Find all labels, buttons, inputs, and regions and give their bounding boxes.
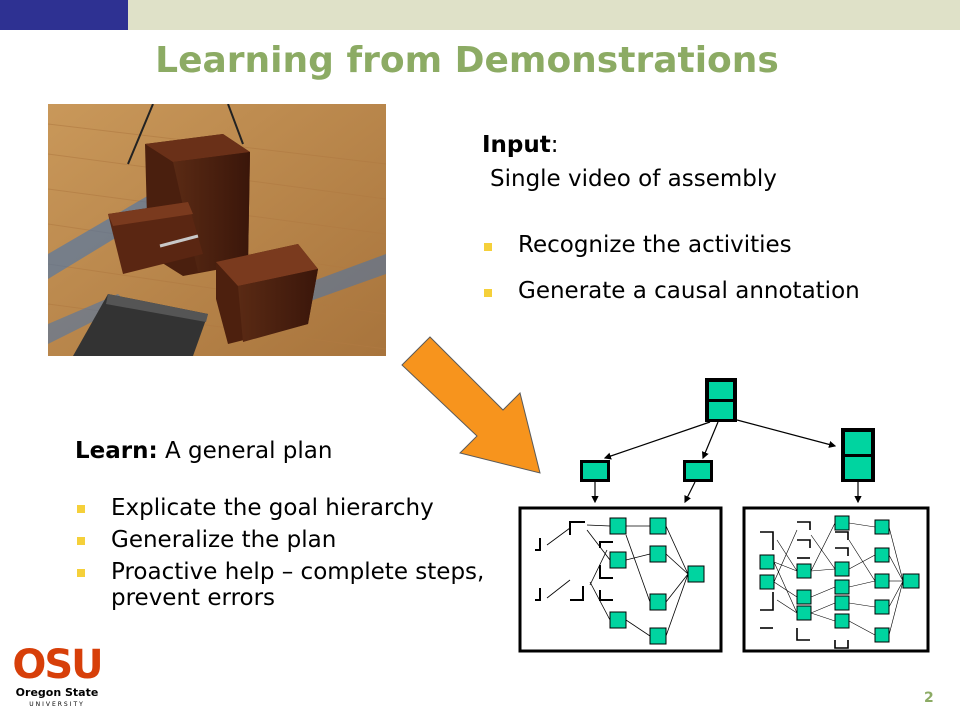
learn-bullet-list: Explicate the goal hierarchy Generalize …	[75, 495, 505, 617]
learn-heading: Learn: A general plan	[75, 438, 332, 464]
osu-logo: OSU Oregon State UNIVERSITY	[12, 640, 104, 714]
orange-arrow-icon	[401, 336, 541, 474]
input-value: Single video of assembly	[490, 166, 777, 192]
bullet-square-icon	[484, 243, 492, 251]
input-label: Input	[482, 132, 551, 158]
bullet-text: Recognize the activities	[518, 232, 792, 258]
left-subplan	[535, 517, 705, 645]
goal-hierarchy-diagram	[518, 378, 930, 653]
input-block: Input: Single video of assembly	[482, 128, 777, 196]
list-item: Explicate the goal hierarchy	[75, 495, 505, 521]
bullet-text: Generalize the plan	[111, 527, 337, 553]
list-item: Proactive help – complete steps, prevent…	[75, 559, 505, 611]
bullet-text: Explicate the goal hierarchy	[111, 495, 434, 521]
root-node	[705, 378, 737, 422]
topbar-band	[128, 0, 960, 30]
list-item: Generate a causal annotation	[482, 274, 860, 320]
logo-sub: Oregon State	[16, 686, 99, 699]
list-item: Recognize the activities	[482, 228, 860, 274]
bullet-text: Generate a causal annotation	[518, 278, 860, 304]
topbar-accent	[0, 0, 128, 30]
logo-sub2: UNIVERSITY	[29, 701, 85, 708]
bullet-square-icon	[77, 569, 85, 577]
slide-title: Learning from Demonstrations	[155, 40, 779, 81]
list-item: Generalize the plan	[75, 527, 505, 553]
learn-value: A general plan	[165, 438, 333, 464]
assembly-photo	[48, 104, 386, 356]
bullet-square-icon	[484, 289, 492, 297]
mid-node	[683, 460, 713, 482]
page-number: 2	[924, 690, 934, 706]
logo-main: OSU	[14, 642, 102, 688]
right-subplan	[759, 515, 920, 649]
input-colon: :	[550, 132, 559, 158]
right-composite-node	[841, 428, 875, 482]
bullet-square-icon	[77, 537, 85, 545]
bullet-text: Proactive help – complete steps, prevent…	[111, 559, 485, 611]
bullet-square-icon	[77, 505, 85, 513]
learn-label: Learn:	[75, 438, 158, 464]
input-bullet-list: Recognize the activities Generate a caus…	[482, 228, 860, 320]
mid-node	[580, 460, 610, 482]
